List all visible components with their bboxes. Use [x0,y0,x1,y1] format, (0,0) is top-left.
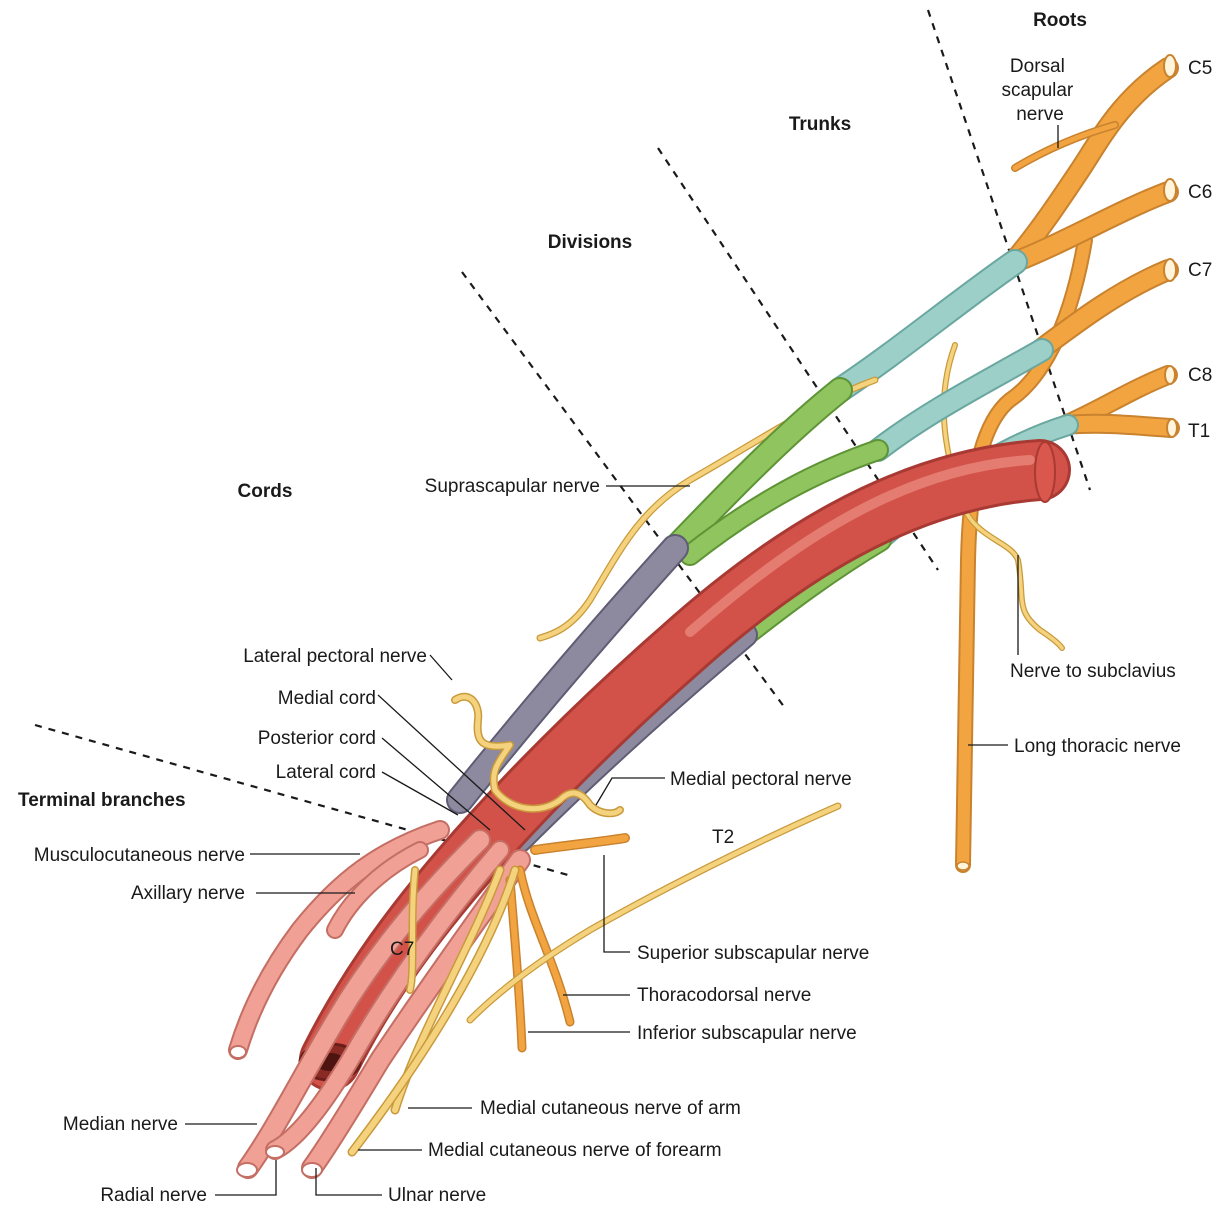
root-label-c8: C8 [1188,365,1212,386]
label-medial-pectoral-nerve: Medial pectoral nerve [670,769,852,790]
header-terminal-branches: Terminal branches [18,790,186,811]
label-axillary-nerve: Axillary nerve [131,883,245,904]
root-labels: C5 C6 C7 C8 T1 [1188,58,1212,442]
label-musculocutaneous-nerve: Musculocutaneous nerve [34,845,245,866]
label-inferior-subscapular-nerve: Inferior subscapular nerve [637,1023,857,1044]
label-lateral-pectoral-nerve: Lateral pectoral nerve [243,646,427,667]
root-label-c7: C7 [1188,260,1212,281]
label-superior-subscapular-nerve: Superior subscapular nerve [637,943,869,964]
label-medial-cutaneous-nerve-of-arm: Medial cutaneous nerve of arm [480,1098,741,1119]
root-label-c5: C5 [1188,58,1212,79]
c7-contribution-nerve [410,870,415,990]
root-label-c6: C6 [1188,182,1212,203]
label-suprascapular-nerve: Suprascapular nerve [425,476,600,497]
label-long-thoracic-nerve: Long thoracic nerve [1014,736,1181,757]
label-nerve-to-subclavius: Nerve to subclavius [1010,661,1176,682]
label-medial-cord: Medial cord [278,688,376,709]
header-trunks: Trunks [789,114,851,135]
header-roots: Roots [1033,10,1087,31]
header-divisions: Divisions [548,232,632,253]
label-posterior-cord: Posterior cord [258,728,376,749]
label-t2: T2 [712,827,734,848]
label-thoracodorsal-nerve: Thoracodorsal nerve [637,985,811,1006]
root-label-t1: T1 [1188,421,1210,442]
label-dorsal-scapular-nerve: Dorsal scapular nerve [1001,56,1078,125]
label-c7-inner: C7 [390,939,414,960]
label-lateral-cord: Lateral cord [276,762,376,783]
label-radial-nerve: Radial nerve [100,1185,207,1206]
label-medial-cutaneous-nerve-of-forearm: Medial cutaneous nerve of forearm [428,1140,722,1161]
label-ulnar-nerve: Ulnar nerve [388,1185,486,1206]
label-median-nerve: Median nerve [63,1114,178,1135]
header-cords: Cords [238,481,293,502]
